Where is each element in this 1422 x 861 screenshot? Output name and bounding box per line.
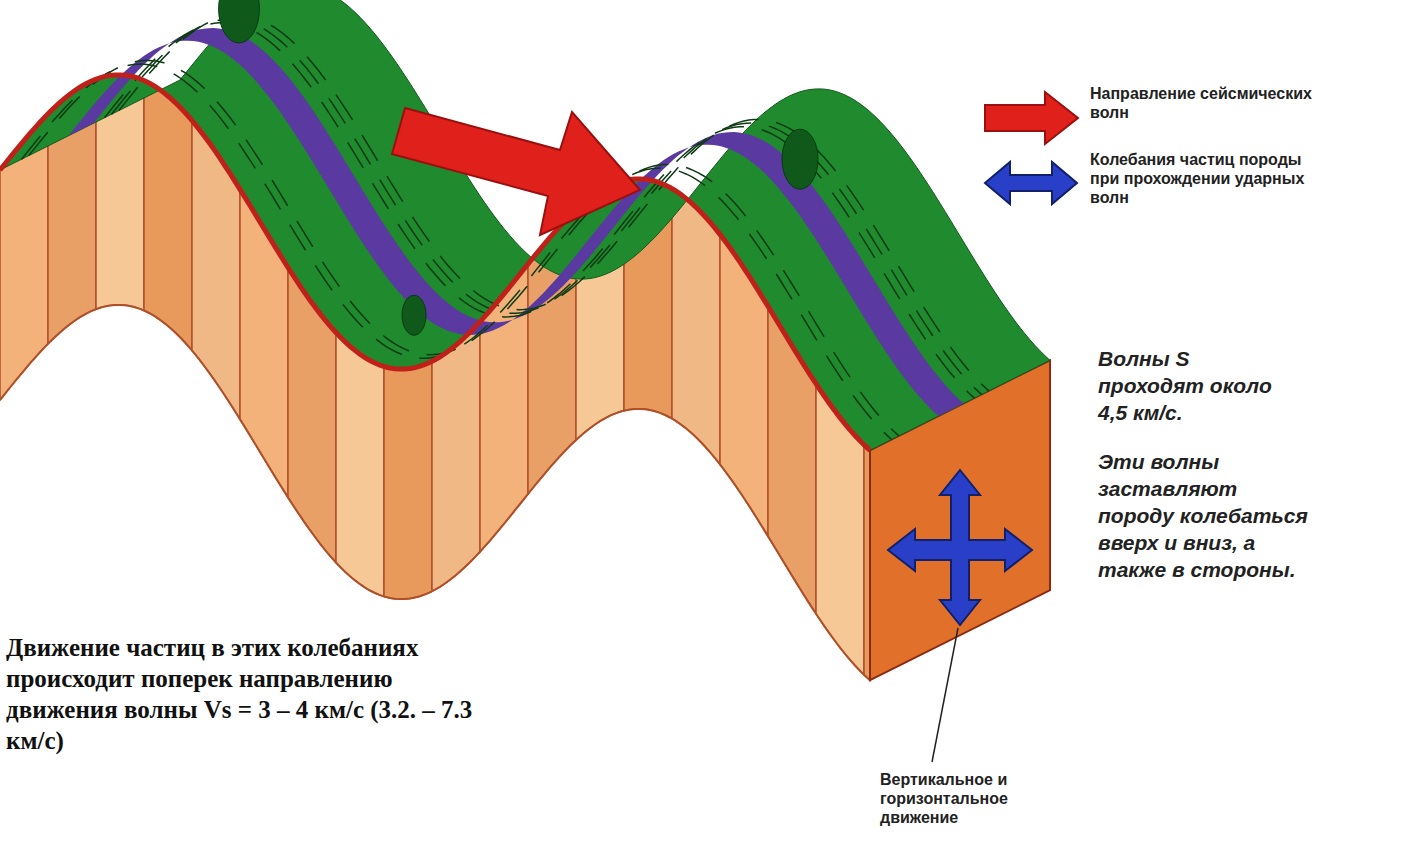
particle-motion-cross <box>888 470 1032 625</box>
face-stripe <box>336 333 384 597</box>
tree <box>782 129 818 189</box>
face-stripe <box>432 322 480 592</box>
speed-note: Волны S проходят около 4,5 км/с. <box>1098 345 1288 426</box>
ground-surface <box>0 0 1050 450</box>
strata-line <box>112 19 982 394</box>
motion-label: Вертикальное и горизонтальное движение <box>880 770 1060 827</box>
legend-text: Направление сейсмических волн <box>1090 84 1330 122</box>
legend-blue-arrow <box>985 162 1077 204</box>
strata-lines <box>22 16 989 440</box>
strata-line <box>29 61 899 436</box>
face-stripe <box>384 361 432 599</box>
tree <box>219 0 260 43</box>
leader-line <box>932 628 958 762</box>
face-stripe <box>144 81 192 351</box>
tree <box>402 295 426 335</box>
legend-text: Колебания частиц породы при прохождении … <box>1090 150 1330 207</box>
legend-red-arrow <box>985 92 1078 144</box>
trees <box>219 0 818 335</box>
strata-line <box>22 64 892 439</box>
wave-direction-arrow <box>392 108 640 235</box>
particle-motion-note: Движение частиц в этих колебаниях происх… <box>6 632 506 756</box>
description-note: Эти волны заставляют породу колебаться в… <box>1098 448 1308 583</box>
front-edge <box>0 75 870 450</box>
strata-line <box>104 23 974 398</box>
